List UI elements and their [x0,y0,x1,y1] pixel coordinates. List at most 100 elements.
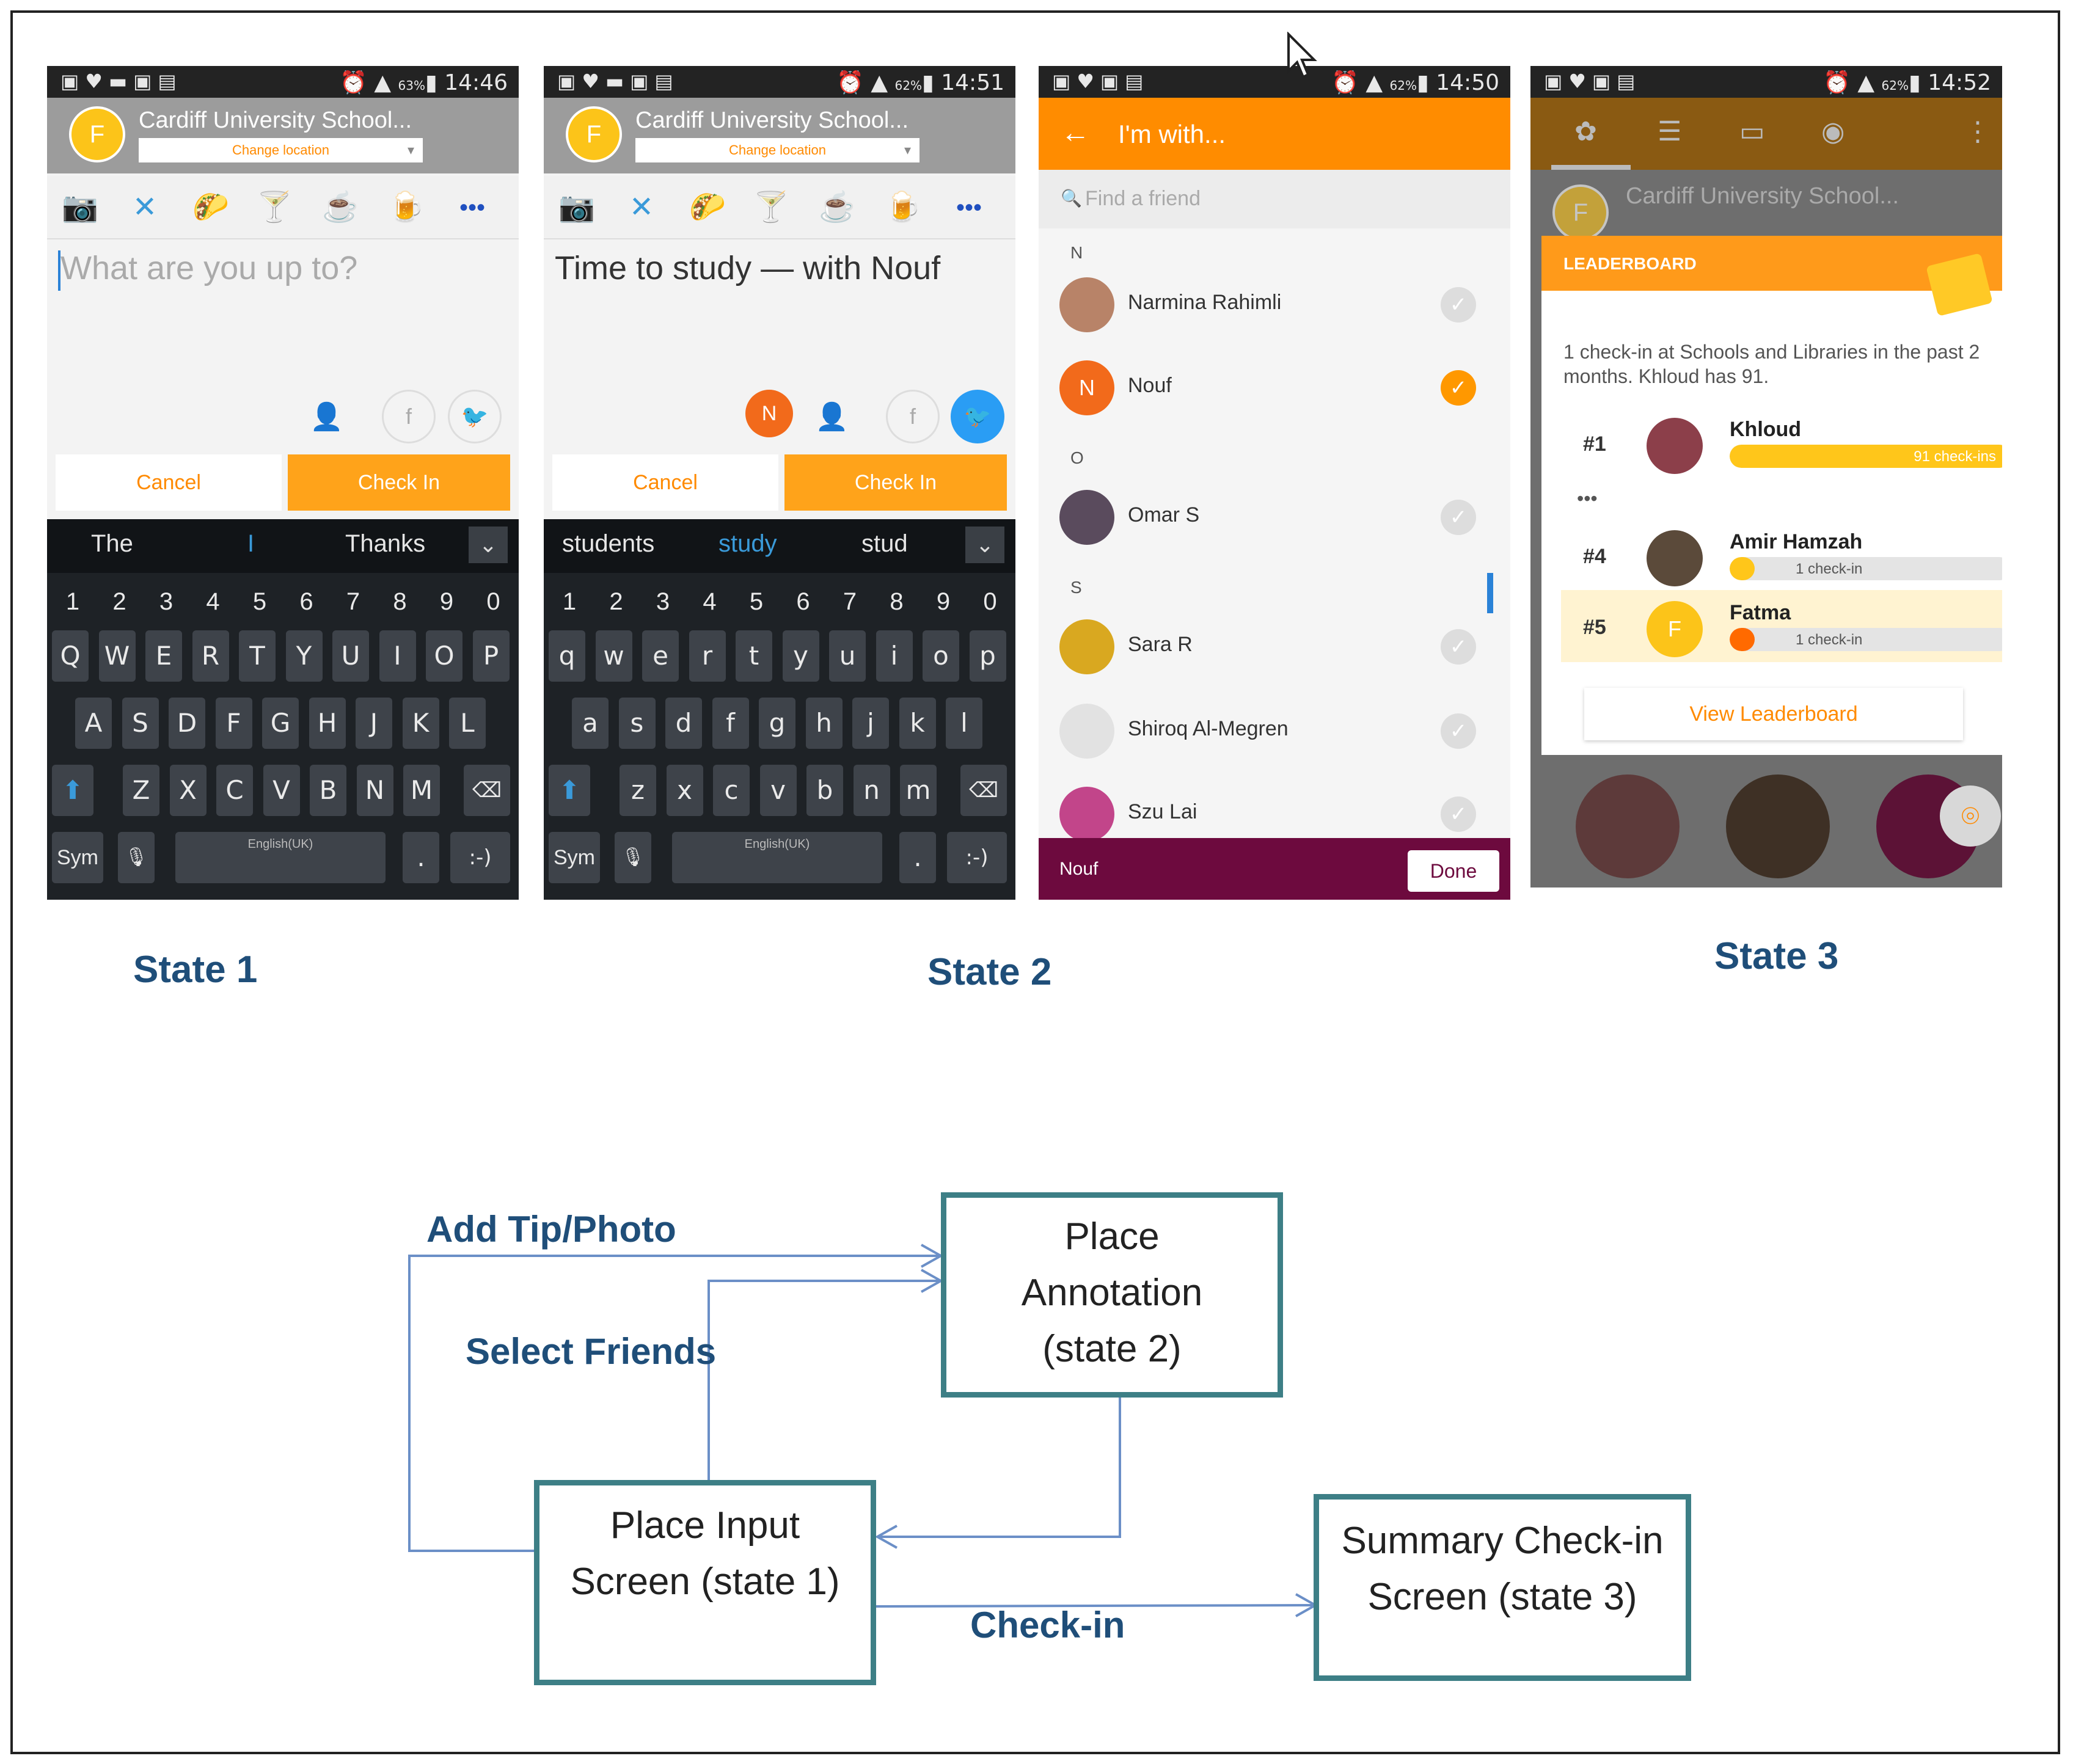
tab-profile-icon[interactable]: ◉ [1821,117,1845,147]
tab-explore-icon[interactable]: ✿ [1574,117,1597,147]
key-d[interactable]: D [169,698,205,749]
food-icon[interactable]: ✕ [629,191,654,224]
taco-icon[interactable]: 🌮 [192,191,229,224]
friend-row[interactable]: Szu Lai ✓ [1039,774,1486,854]
period-key[interactable]: . [899,832,936,883]
back-arrow-icon[interactable]: ← [1061,117,1090,149]
key-g[interactable]: g [759,698,795,749]
key-k[interactable]: k [899,698,936,749]
key-l[interactable]: l [946,698,982,749]
key-h[interactable]: H [309,698,346,749]
unchecked-icon[interactable]: ✓ [1441,500,1476,535]
microphone-icon[interactable]: 🎙 [118,832,155,883]
tab-list-icon[interactable]: ☰ [1658,117,1682,147]
key-1[interactable]: 1 [562,588,577,615]
key-0[interactable]: 0 [486,588,500,615]
key-3[interactable]: 3 [159,588,174,615]
key-j[interactable]: j [852,698,889,749]
nightlife-icon[interactable]: 🍸 [256,191,293,224]
more-icon[interactable]: ••• [459,194,485,221]
suggestion-1[interactable]: students [562,530,655,557]
unchecked-icon[interactable]: ✓ [1441,287,1476,323]
key-a[interactable]: a [572,698,609,749]
key-y[interactable]: y [782,630,819,682]
key-9[interactable]: 9 [439,588,454,615]
taco-icon[interactable]: 🌮 [689,191,726,224]
key-0[interactable]: 0 [983,588,997,615]
food-icon[interactable]: ✕ [132,191,158,224]
shift-icon[interactable]: ⬆ [52,765,93,816]
key-p[interactable]: P [472,630,510,682]
photo-thumbnail[interactable] [1726,774,1830,878]
photo-thumbnail[interactable] [1576,774,1680,878]
view-leaderboard-button[interactable]: View Leaderboard [1584,688,1963,740]
friend-search-input[interactable]: Find a friend [1085,187,1201,210]
camera-icon[interactable]: 📷 [62,191,98,224]
coffee-icon[interactable]: ☕ [322,191,359,224]
done-button[interactable]: Done [1408,850,1499,892]
key-f[interactable]: F [215,698,252,749]
drink-icon[interactable]: 🍺 [885,191,921,224]
key-r[interactable]: r [689,630,726,682]
unchecked-icon[interactable]: ✓ [1441,713,1476,749]
key-8[interactable]: 8 [890,588,904,615]
twitter-share-icon[interactable]: 🐦 [951,390,1004,443]
unchecked-icon[interactable]: ✓ [1441,796,1476,832]
key-2[interactable]: 2 [112,588,126,615]
key-j[interactable]: J [356,698,392,749]
friend-row[interactable]: Sara R ✓ [1039,607,1486,687]
key-6[interactable]: 6 [796,588,810,615]
change-location-button[interactable]: Change location▾ [635,138,920,162]
key-a[interactable]: A [75,698,112,749]
key-g[interactable]: G [262,698,299,749]
key-w[interactable]: W [98,630,136,682]
key-c[interactable]: c [713,765,750,816]
key-z[interactable]: Z [123,765,159,816]
shift-icon[interactable]: ⬆ [549,765,590,816]
key-c[interactable]: C [216,765,253,816]
key-b[interactable]: b [806,765,843,816]
key-x[interactable]: X [169,765,207,816]
key-q[interactable]: Q [52,630,89,682]
backspace-icon[interactable]: ⌫ [960,765,1007,816]
friend-row[interactable]: Narmina Rahimli ✓ [1039,265,1486,344]
key-4[interactable]: 4 [206,588,220,615]
suggestion-1[interactable]: The [91,530,133,557]
shout-input[interactable]: What are you up to? [60,250,358,286]
collapse-keyboard-icon[interactable]: ⌄ [469,527,508,563]
key-e[interactable]: E [145,630,182,682]
key-z[interactable]: z [620,765,656,816]
key-u[interactable]: u [829,630,866,682]
key-e[interactable]: e [642,630,679,682]
facebook-share-icon[interactable]: f [886,390,940,443]
period-key[interactable]: . [403,832,439,883]
collapse-keyboard-icon[interactable]: ⌄ [965,527,1004,563]
key-v[interactable]: V [263,765,300,816]
cancel-button[interactable]: Cancel [552,454,778,511]
coffee-icon[interactable]: ☕ [819,191,855,224]
key-l[interactable]: L [449,698,486,749]
add-friend-icon[interactable]: 👤 [310,402,343,432]
suggestion-3[interactable]: Thanks [345,530,426,557]
key-i[interactable]: I [379,630,416,682]
key-d[interactable]: d [665,698,702,749]
drink-icon[interactable]: 🍺 [388,191,425,224]
key-o[interactable]: o [923,630,959,682]
key-2[interactable]: 2 [609,588,623,615]
check-in-button[interactable]: Check In [288,454,510,511]
key-n[interactable]: n [853,765,890,816]
key-f[interactable]: f [712,698,749,749]
key-h[interactable]: h [805,698,843,749]
key-x[interactable]: x [666,765,703,816]
key-n[interactable]: N [356,765,393,816]
friend-row[interactable]: Omar S ✓ [1039,478,1486,557]
change-location-button[interactable]: Change location▾ [139,138,423,162]
key-p[interactable]: p [969,630,1006,682]
key-r[interactable]: R [192,630,229,682]
key-4[interactable]: 4 [703,588,717,615]
friend-row[interactable]: N Nouf ✓ [1039,348,1486,428]
key-6[interactable]: 6 [299,588,313,615]
suggestion-3[interactable]: stud [861,530,908,557]
key-t[interactable]: T [239,630,276,682]
key-k[interactable]: K [402,698,439,749]
